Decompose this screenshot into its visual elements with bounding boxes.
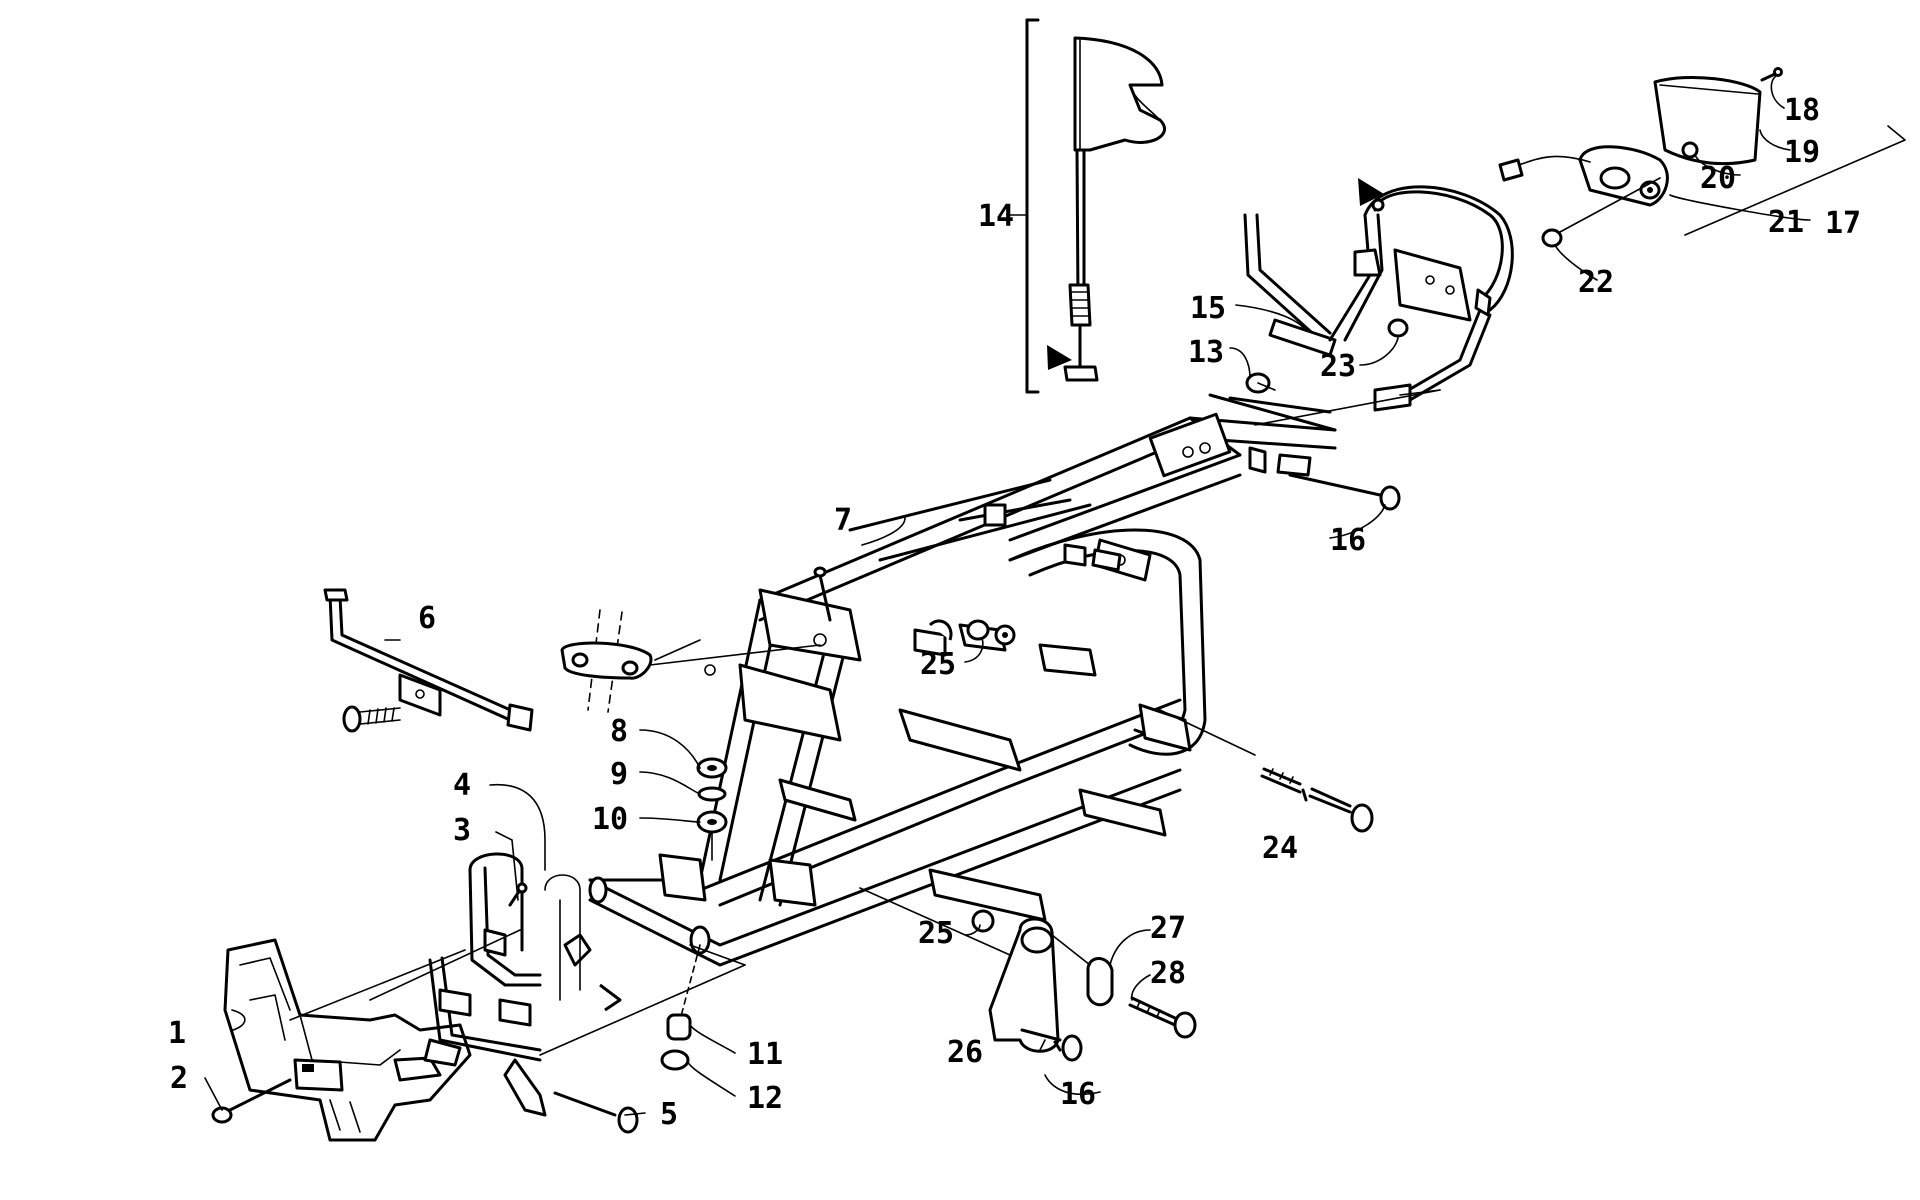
callout-28: 28 [1150, 956, 1186, 991]
rack-bolt [1288, 473, 1401, 511]
callout-12: 12 [747, 1081, 783, 1116]
callout-6: 6 [418, 601, 436, 636]
bracket-bolt [342, 705, 401, 733]
bumper-bolt [211, 1078, 292, 1124]
bumper-bracket [423, 852, 622, 1117]
callout-labels: 1 2 3 4 5 6 7 8 9 10 11 12 13 14 15 16 1… [168, 93, 1861, 1132]
taillight-assembly [1387, 67, 1906, 338]
long-engine-bolt [1159, 709, 1374, 833]
callout-8: 8 [610, 714, 628, 749]
callout-22: 22 [1578, 265, 1614, 300]
callout-16-mount: 16 [1060, 1077, 1096, 1112]
rear-rack [1243, 178, 1514, 412]
callout-24: 24 [1262, 831, 1298, 866]
callout-15: 15 [1190, 291, 1226, 326]
callout-21: 21 [1768, 205, 1804, 240]
callout-20: 20 [1700, 161, 1736, 196]
steering-clamp [560, 609, 821, 713]
leader-bumper-2 [369, 929, 521, 1001]
callout-17: 17 [1825, 206, 1861, 241]
steering-bearing-stack [696, 757, 728, 861]
callout-25-lower: 25 [918, 916, 954, 951]
bumper-bracket-bolt [553, 1091, 639, 1134]
callout-18: 18 [1784, 93, 1820, 128]
safety-flag [1025, 18, 1166, 394]
leader-bumper-3 [539, 964, 746, 1056]
callout-4: 4 [453, 768, 471, 803]
front-bumper [223, 938, 472, 1142]
rack-nut [1245, 372, 1276, 394]
callout-2: 2 [170, 1061, 188, 1096]
lower-bushings [660, 944, 701, 1071]
callout-5: 5 [660, 1097, 678, 1132]
leader-lines [204, 75, 1811, 1116]
callout-13: 13 [1188, 335, 1224, 370]
callout-14: 14 [978, 199, 1014, 234]
callout-23: 23 [1320, 349, 1356, 384]
callout-1: 1 [168, 1016, 186, 1051]
main-frame [588, 393, 1337, 967]
callout-3: 3 [453, 813, 471, 848]
callout-16-rack: 16 [1330, 523, 1366, 558]
headlight-bracket [323, 588, 534, 732]
leader-rack-frame-2 [1399, 389, 1441, 396]
callout-10: 10 [592, 802, 628, 837]
leader-rack-frame [1254, 389, 1441, 426]
callout-25-upper: 25 [920, 647, 956, 682]
callout-7: 7 [834, 503, 852, 538]
callout-26: 26 [947, 1035, 983, 1070]
upper-spacers [966, 619, 1016, 646]
callout-11: 11 [747, 1037, 783, 1072]
callout-19: 19 [1784, 135, 1820, 170]
engine-mount [859, 887, 1197, 1062]
callout-27: 27 [1150, 911, 1186, 946]
callout-9: 9 [610, 757, 628, 792]
bracket-screw [508, 882, 528, 907]
leader-bumper-1 [289, 949, 466, 1021]
